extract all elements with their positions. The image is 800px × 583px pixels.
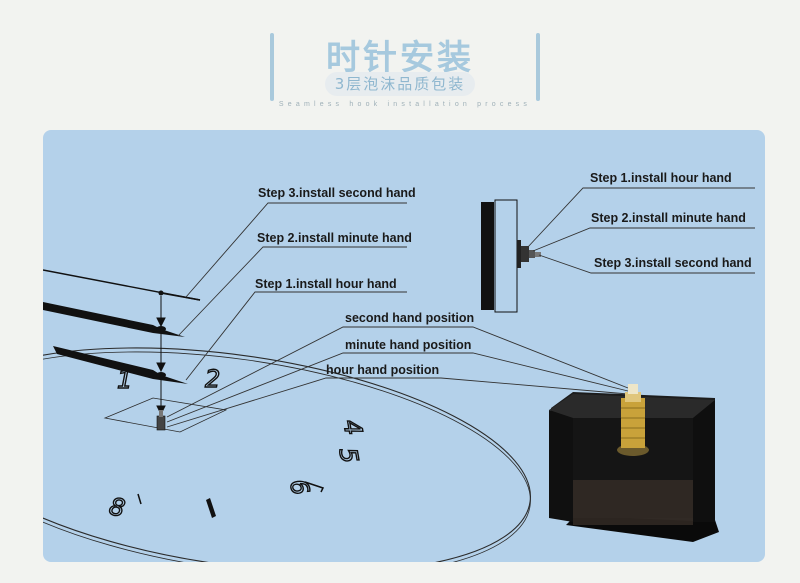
label-second-hand-position: second hand position — [345, 311, 474, 325]
left-leader-lines — [166, 202, 629, 428]
label-minute-hand-position: minute hand position — [345, 338, 471, 352]
dial-number-5: 5 — [333, 445, 363, 465]
subtitle-badge: 3层泡沫品质包装 — [325, 72, 475, 96]
dial-number-4: 4 — [337, 417, 367, 437]
label-step2-minute-hand: Step 2.install minute hand — [257, 231, 412, 245]
spindle — [156, 410, 166, 431]
label-step1-hour-hand: Step 1.install hour hand — [255, 277, 397, 291]
right-accent-bar — [536, 33, 540, 101]
dial-number-8: 8 — [107, 492, 128, 523]
label-hour-hand-position: hour hand position — [326, 363, 439, 377]
side-view-mechanism — [481, 199, 541, 313]
tagline: Seamless hook installation process — [278, 101, 532, 108]
dial-number-2: 2 — [205, 365, 220, 393]
page-title: 时针安装 — [326, 38, 474, 78]
clock-movement-photo — [549, 384, 719, 542]
label-right-step3-second-hand: Step 3.install second hand — [594, 256, 752, 270]
hour-hand — [53, 346, 188, 384]
installation-diagram: 1 2 4 5 6 8 — [43, 171, 755, 562]
right-leader-lines — [526, 187, 755, 274]
header: 时针安装 3层泡沫品质包装 Seamless hook installation… — [0, 0, 800, 125]
installation-diagram-panel: 1 2 4 5 6 8 — [43, 130, 765, 562]
left-accent-bar — [270, 33, 274, 101]
label-step3-second-hand: Step 3.install second hand — [258, 186, 416, 200]
second-hand — [43, 269, 201, 301]
assembly-arrows — [156, 296, 166, 416]
label-right-step2-minute-hand: Step 2.install minute hand — [591, 211, 746, 225]
dial-number-6: 6 — [284, 476, 315, 498]
label-right-step1-hour-hand: Step 1.install hour hand — [590, 171, 732, 185]
minute-hand — [43, 302, 185, 337]
